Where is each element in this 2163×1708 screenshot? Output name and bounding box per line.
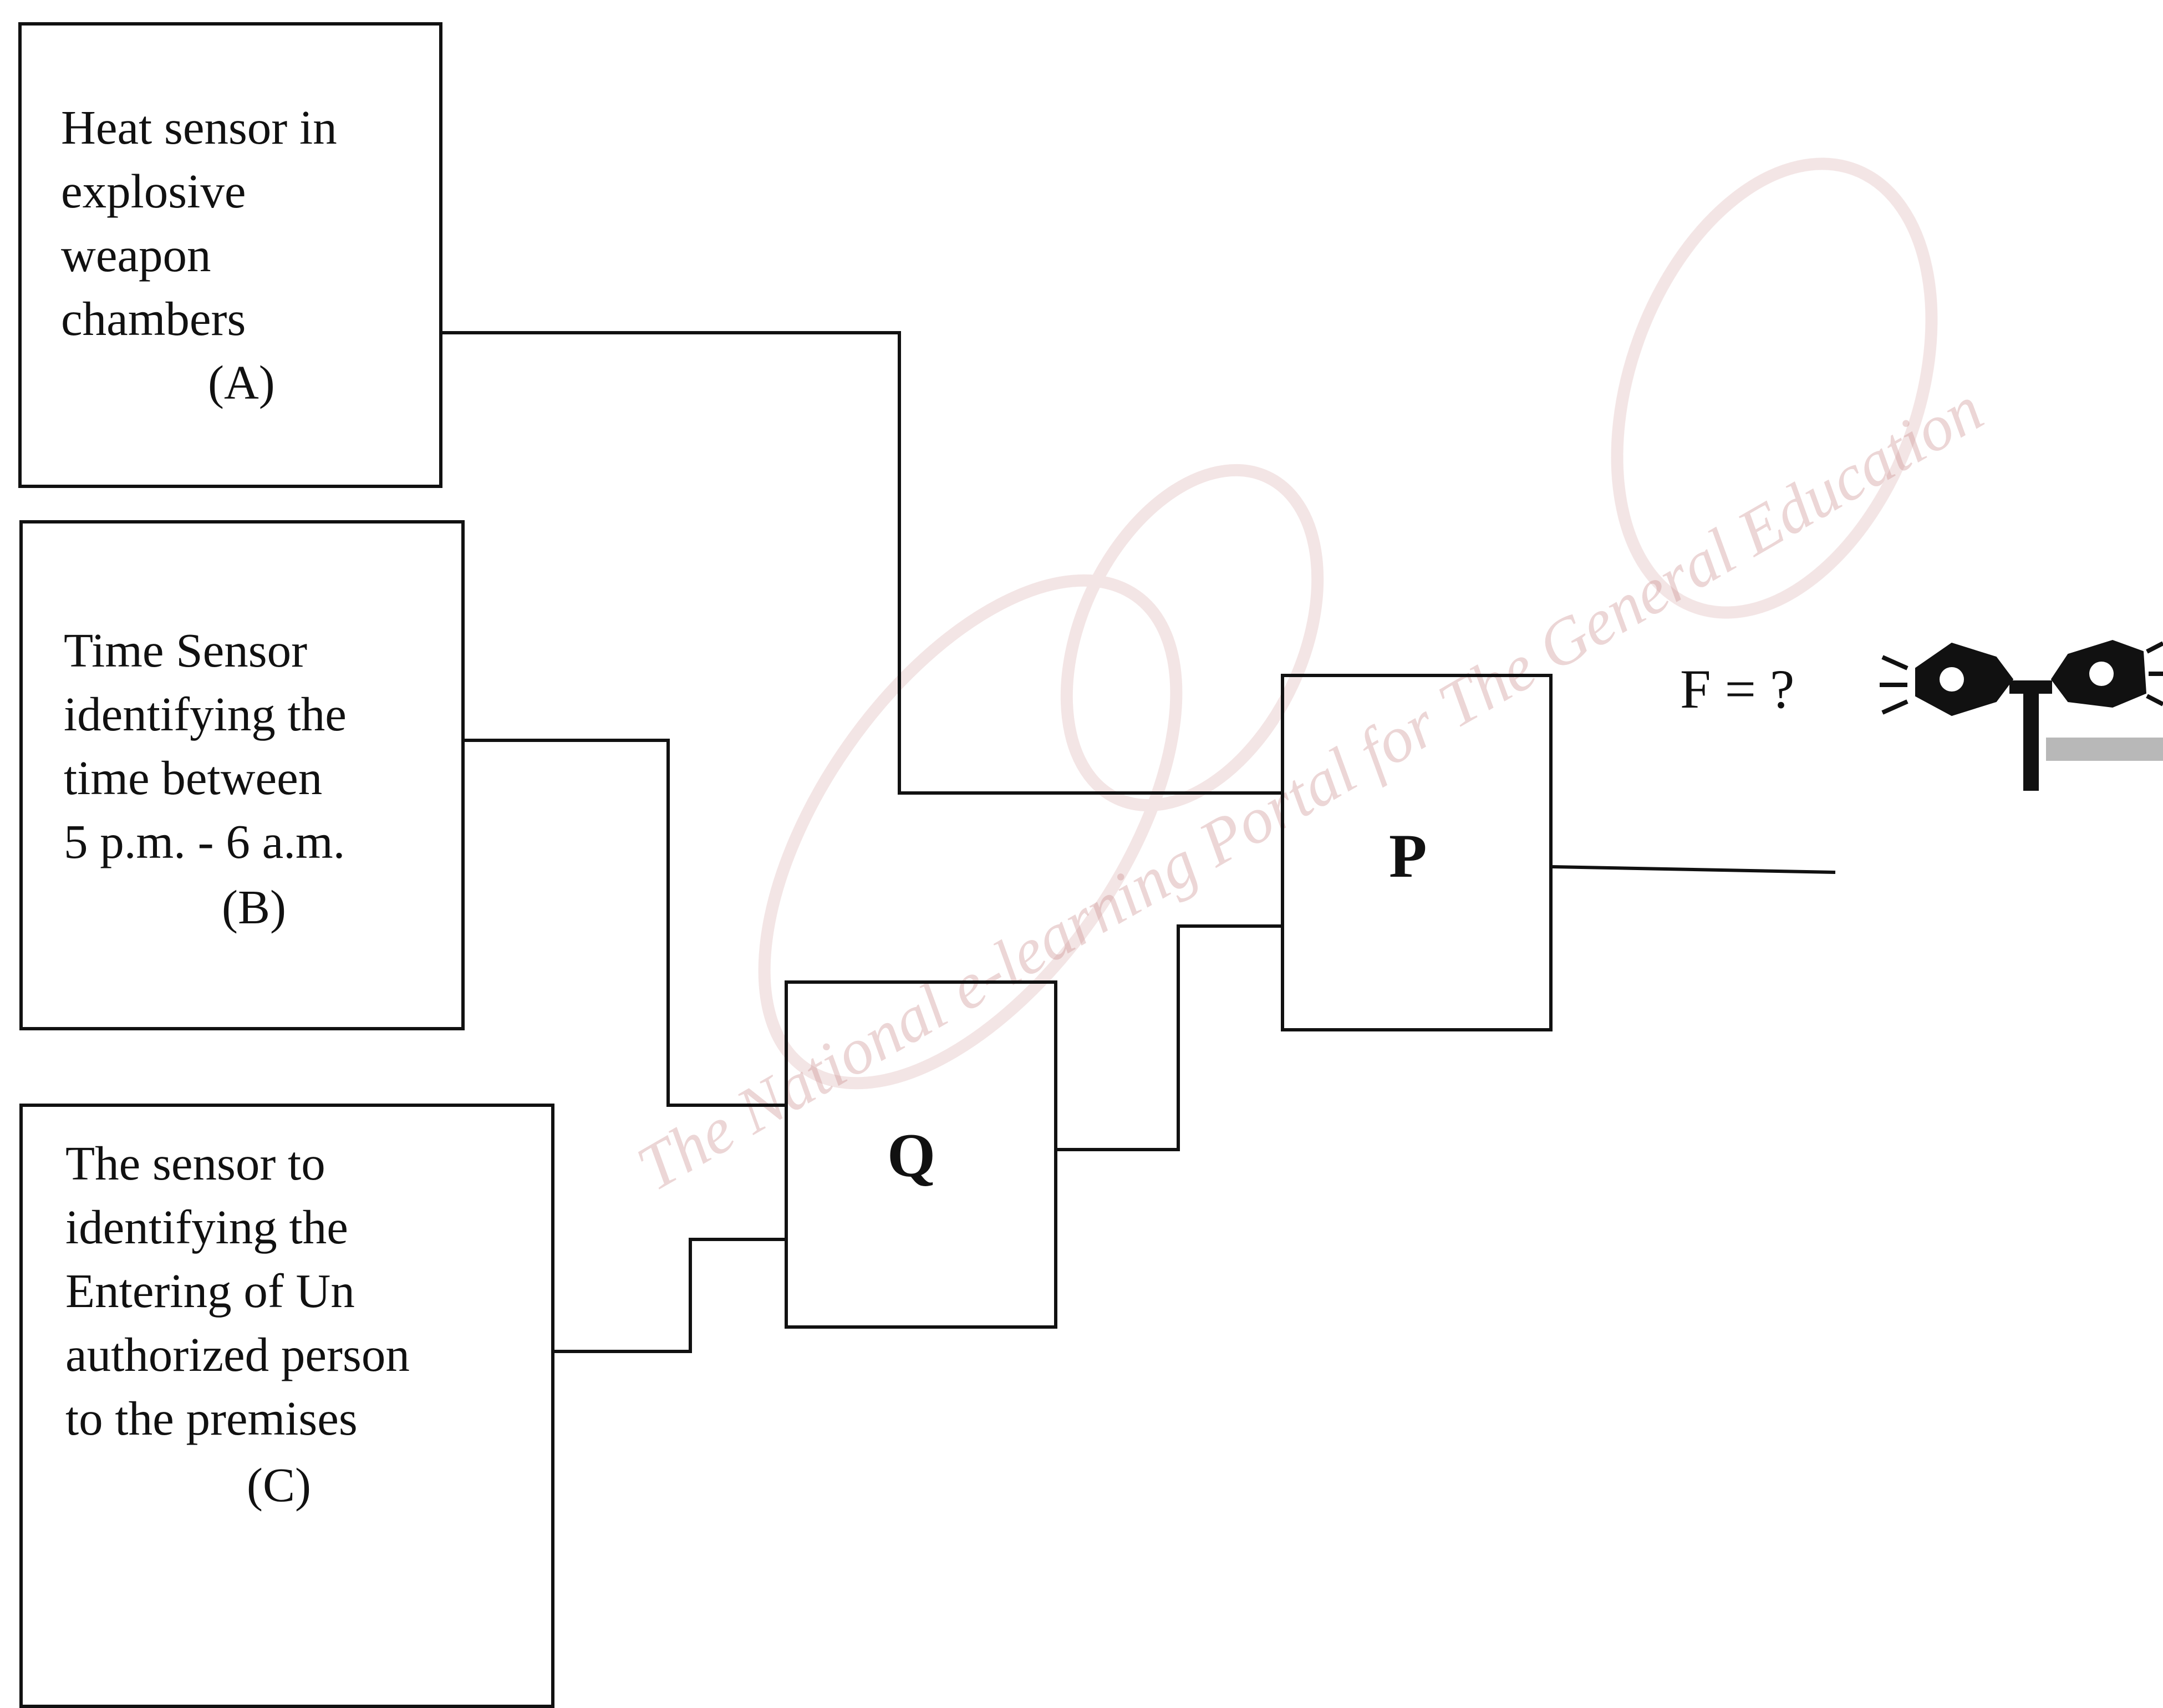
sensor-c-line-4: authorized person [65,1328,410,1381]
wire-a-to-p [442,331,1281,795]
sensor-c-tag: (C) [247,1458,311,1512]
sensor-a-line-4: chambers [61,292,246,345]
sensor-b-line-2: identifying the [64,687,347,741]
gate-p-label: P [1389,822,1427,891]
sensor-b-tag: (B) [222,880,286,934]
wire-p-output [1552,865,1836,874]
wire-c-to-q [554,1238,785,1353]
sensor-a-line-3: weapon [61,228,211,282]
watermark-logo-loop [1060,464,1324,812]
wire-q-to-p [1057,924,1281,1151]
sensor-a-line-2: explosive [61,164,246,218]
sensor-b-line-4: 5 p.m. - 6 a.m. [64,815,345,868]
sensor-c-line-3: Entering of Un [65,1264,355,1318]
watermark-logo-loop-2 [1611,157,1938,619]
gate-p-box [1281,674,1553,1031]
watermark-logo [758,574,1183,1090]
wire-b-to-q [465,739,785,1107]
sensor-a-line-1: Heat sensor in [61,100,337,154]
sensor-b-line-3: time between [64,751,323,805]
sensor-c-line-1: The sensor to [65,1136,325,1190]
sensor-c-line-5: to the premises [65,1391,358,1445]
sensor-c-line-2: identifying the [65,1200,348,1254]
gate-q-label: Q [887,1121,936,1190]
gate-q-box [785,980,1057,1329]
sensor-a-box [18,22,442,488]
output-label: F = ? [1680,658,1795,720]
sensor-b-line-1: Time Sensor [64,623,308,677]
sensor-b-box [19,520,465,1030]
sensor-a-tag: (A) [208,355,275,409]
